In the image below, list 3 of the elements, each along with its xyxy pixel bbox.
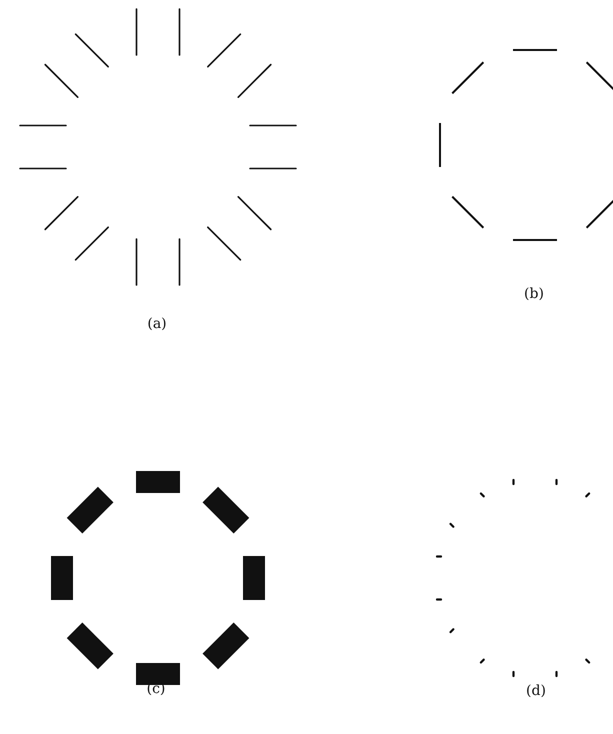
panel-caption: (d) xyxy=(526,683,546,699)
panel-caption: (a) xyxy=(147,316,167,332)
panel-caption: (b) xyxy=(524,286,544,302)
